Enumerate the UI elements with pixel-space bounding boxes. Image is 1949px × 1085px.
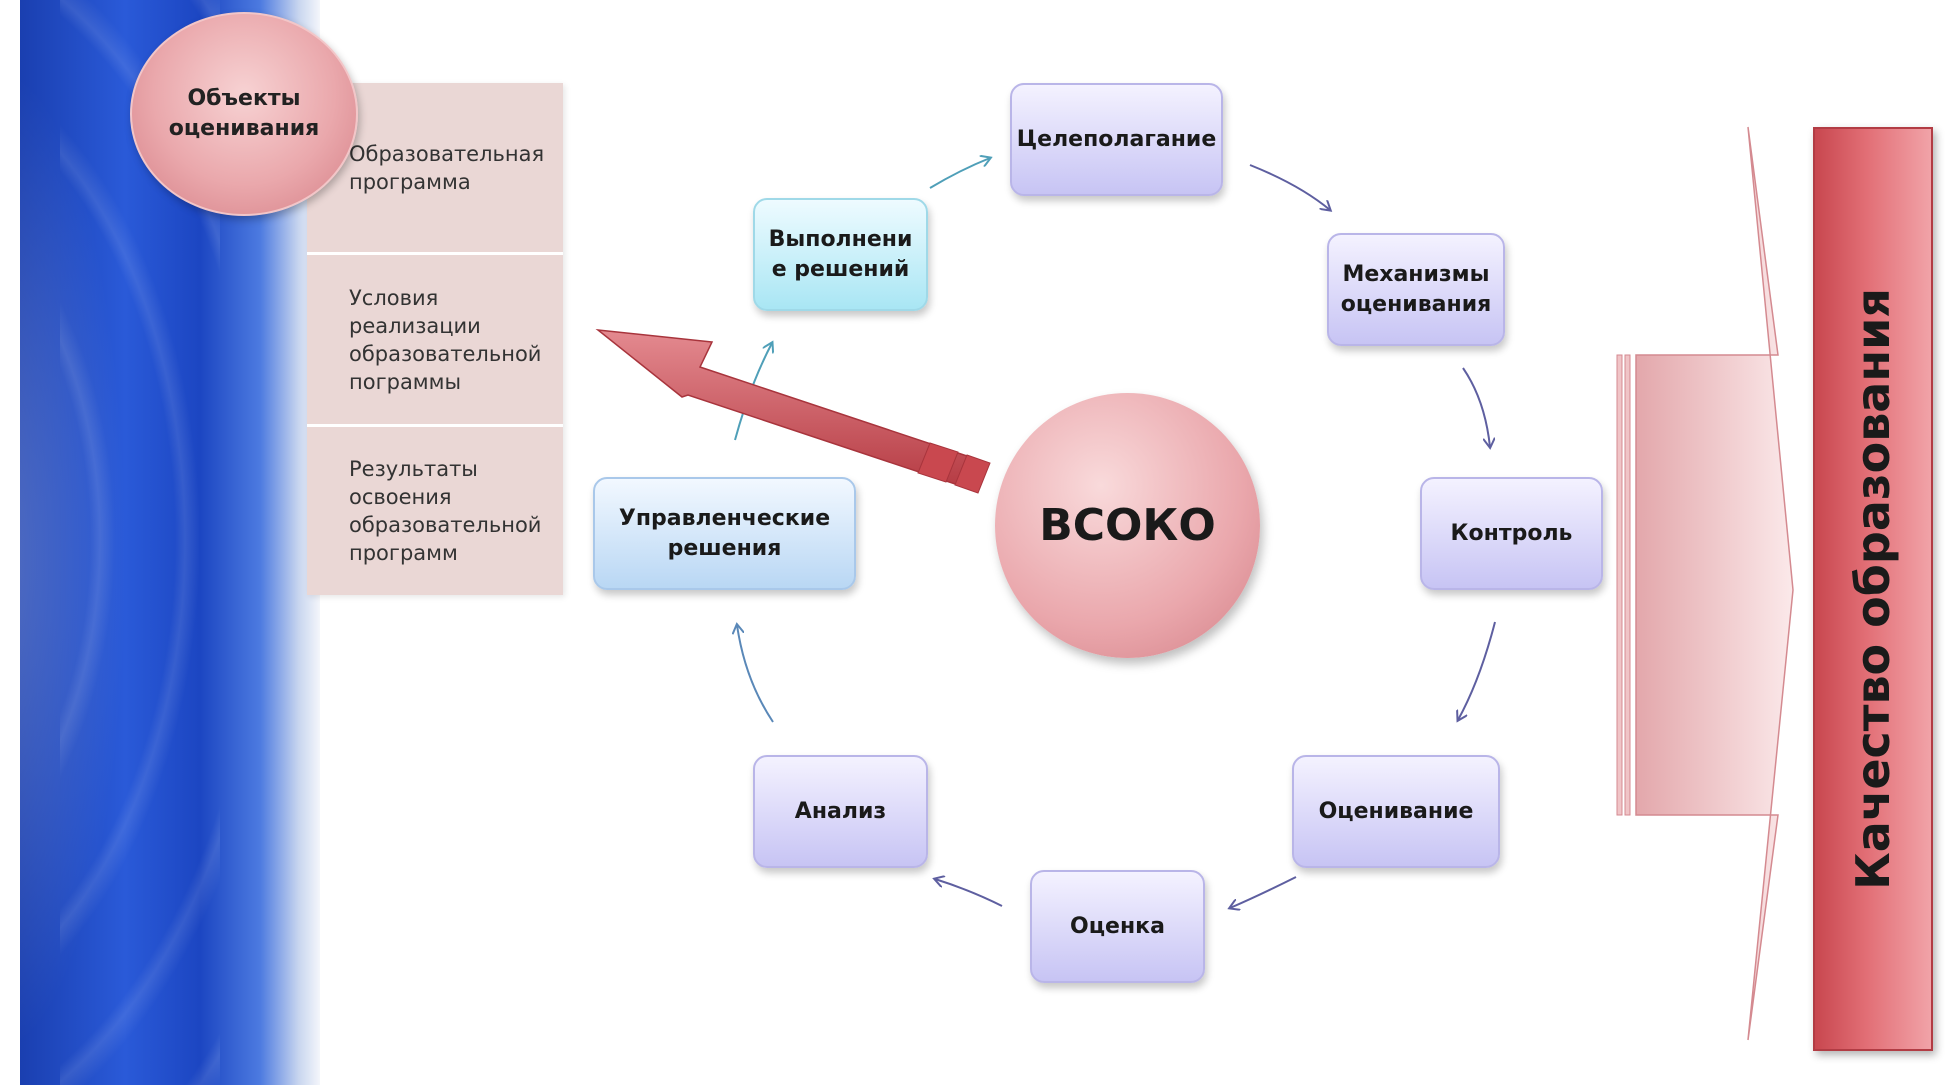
node-control: Контроль	[1420, 477, 1603, 590]
big-quality-arrow	[1616, 126, 1794, 1041]
arrow-mechanisms-to-control	[1462, 367, 1490, 447]
object-item-label: Результаты освоения образовательной прог…	[349, 457, 542, 565]
node-assessing: Оценивание	[1292, 755, 1500, 868]
arrow-assessing-to-evaluation	[1230, 876, 1297, 908]
red-feedback-arrow	[595, 328, 991, 494]
node-decision-execution: Выполнени е решений	[753, 198, 928, 311]
object-item-label: Образовательная программа	[349, 141, 545, 194]
evaluation-objects-table: Образовательная программа Условия реализ…	[307, 83, 563, 595]
arrow-control-to-assessing	[1458, 621, 1496, 720]
node-evaluation: Оценка	[1030, 870, 1205, 983]
education-quality-label: Качество образования	[1846, 288, 1900, 890]
evaluation-objects-circle: Объекты оценивания	[130, 12, 358, 216]
evaluation-objects-title: Объекты оценивания	[168, 86, 320, 141]
node-analysis: Анализ	[753, 755, 928, 868]
arrow-evaluation-to-analysis	[935, 879, 1003, 907]
node-evaluation-mechanisms: Механизмы оценивания	[1327, 233, 1505, 346]
arrow-execution-to-goal	[929, 158, 990, 189]
arrow-analysis-to-management	[737, 625, 774, 723]
node-management-decisions: Управленческие решения	[593, 477, 856, 590]
vsoko-label: ВСОКО	[1039, 500, 1216, 551]
object-item-program: Образовательная программа	[307, 83, 563, 255]
vsoko-center-circle: ВСОКО	[995, 393, 1260, 658]
node-goal-setting: Целеполагание	[1010, 83, 1223, 196]
object-item-results: Результаты освоения образовательной прог…	[307, 427, 563, 595]
education-quality-bar: Качество образования	[1813, 127, 1933, 1051]
object-item-conditions: Условия реализации образовательной погра…	[307, 255, 563, 427]
object-item-label: Условия реализации образовательной погра…	[349, 285, 542, 394]
arrow-goal-to-mechanisms	[1249, 164, 1330, 210]
